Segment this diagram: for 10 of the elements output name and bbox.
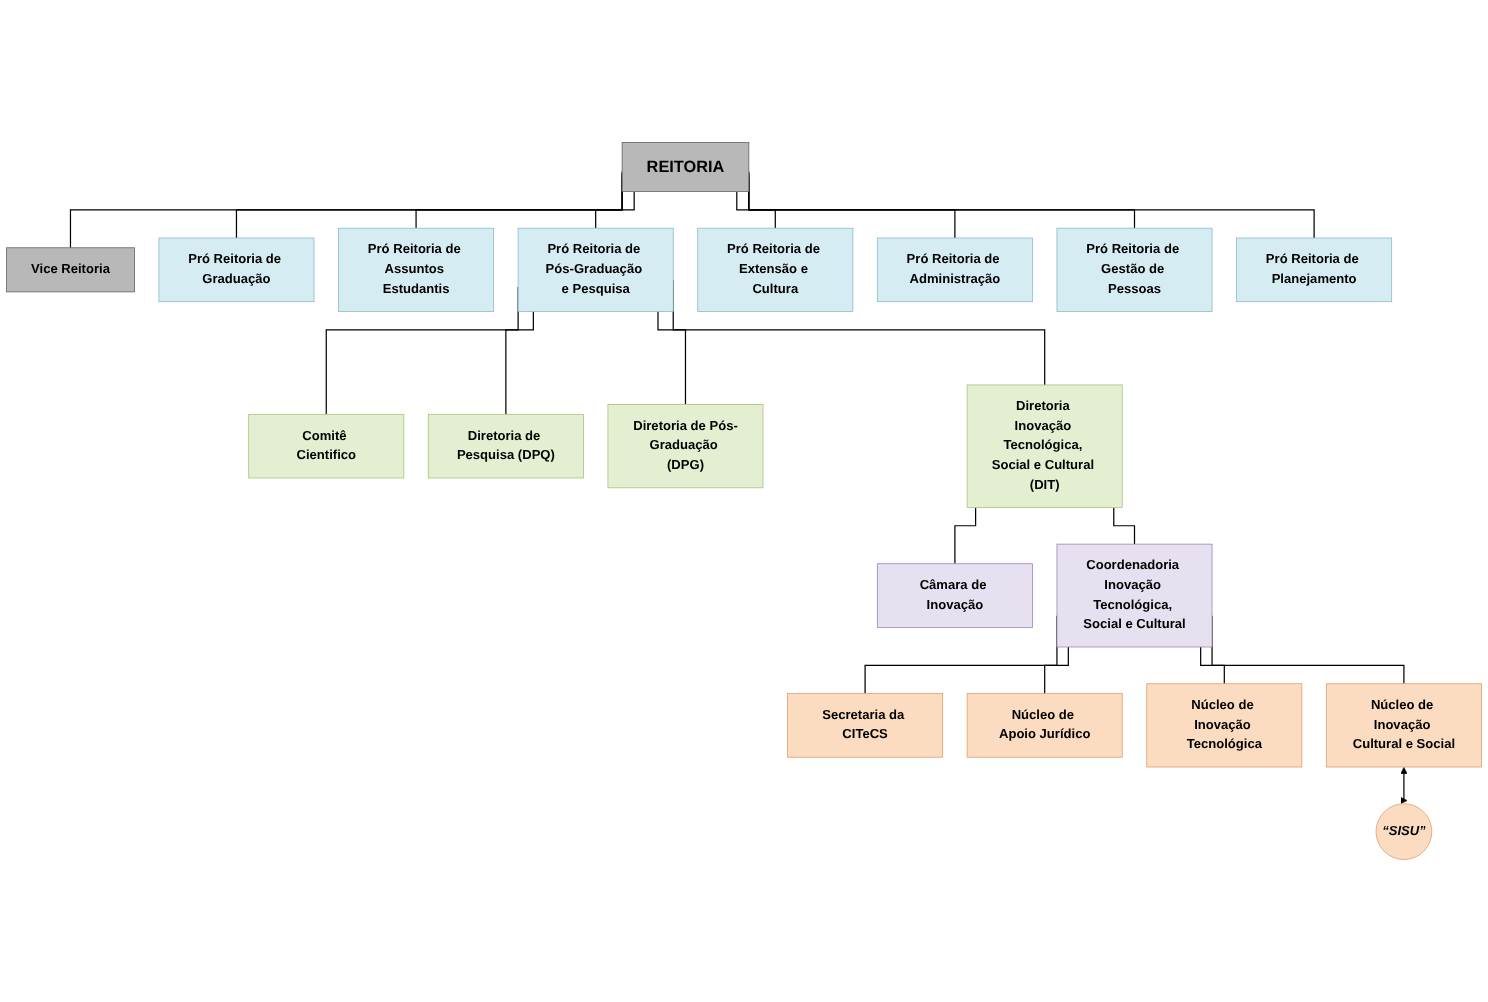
arrow <box>1400 767 1408 805</box>
connector <box>657 310 687 406</box>
connector <box>1044 646 1069 695</box>
connector <box>595 190 635 229</box>
node-box: REITORIA <box>621 142 750 192</box>
connector <box>954 506 977 565</box>
connector <box>1200 646 1225 685</box>
connector <box>736 190 776 229</box>
connector <box>1113 506 1136 545</box>
connector <box>505 310 534 415</box>
